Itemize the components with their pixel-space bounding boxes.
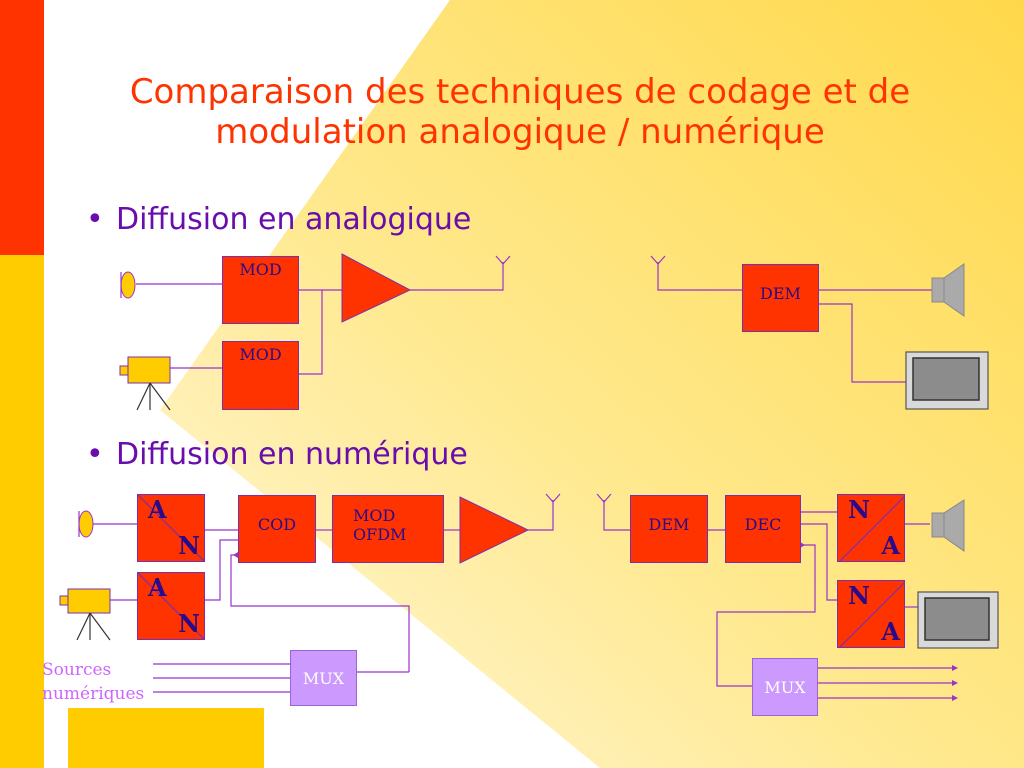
title-line-2: modulation analogique / numérique (215, 112, 825, 152)
bullet-digital-text: Diffusion en numérique (116, 437, 468, 472)
bullet-analog-text: Diffusion en analogique (116, 202, 472, 237)
bullet-digital: • Diffusion en numérique (86, 437, 468, 473)
microphone-icon (120, 271, 136, 299)
dem-digital-label: DEM (648, 515, 690, 534)
mux-tx-block: MUX (290, 650, 357, 706)
antenna-icon (545, 493, 561, 503)
microphone-icon (78, 510, 94, 538)
cod-label: COD (257, 515, 297, 534)
na-top-b: A (881, 531, 900, 560)
tv-icon (905, 351, 989, 410)
background-diamond (160, 0, 1024, 768)
camera-icon (119, 356, 171, 411)
dem-analog-label: DEM (760, 284, 801, 303)
na-bottom-a: N (848, 581, 870, 610)
mod-ofdm-line1: MOD (353, 506, 396, 525)
dec-label: DEC (744, 515, 782, 534)
left-stripe-yellow (0, 255, 44, 768)
page-title: Comparaison des techniques de codage et … (60, 72, 980, 152)
na-top-a: N (848, 495, 870, 524)
mod-ofdm-block: MOD OFDM (332, 495, 444, 563)
na-converter-bottom: N A (837, 580, 905, 648)
an-converter-bottom: A N (137, 572, 205, 640)
dec-block: DEC (725, 495, 801, 563)
mod-video-block: MOD (222, 341, 299, 410)
an-converter-top: A N (137, 494, 205, 562)
mod-audio-block: MOD (222, 256, 299, 324)
mod-ofdm-line2: OFDM (353, 525, 407, 544)
mux-rx-block: MUX (752, 658, 818, 716)
sources-numeriques-label: Sources numériques (42, 660, 145, 704)
speaker-icon (931, 499, 965, 552)
antenna-icon (650, 255, 666, 265)
cod-block: COD (238, 495, 316, 563)
title-line-1: Comparaison des techniques de codage et … (129, 72, 911, 112)
mod-video-label: MOD (239, 345, 282, 364)
speaker-icon (931, 263, 965, 317)
bullet-dot: • (86, 202, 104, 237)
bottom-yellow-block (68, 708, 264, 768)
camera-icon (59, 588, 111, 641)
an-bottom-a: A (148, 573, 167, 602)
dem-analog-block: DEM (742, 264, 819, 332)
left-stripe-red (0, 0, 44, 255)
mod-audio-label: MOD (239, 260, 282, 279)
na-bottom-b: A (881, 617, 900, 646)
mod-ofdm-label: MOD OFDM (353, 506, 406, 544)
amplifier-icon (341, 253, 412, 323)
bullet-dot: • (86, 437, 104, 472)
an-bottom-b: N (178, 609, 200, 638)
an-top-a: A (148, 495, 167, 524)
amplifier-icon (459, 496, 530, 564)
tv-icon (917, 591, 999, 649)
na-converter-top: N A (837, 494, 905, 562)
dem-digital-block: DEM (630, 495, 708, 563)
antenna-icon (596, 493, 612, 503)
bullet-analog: • Diffusion en analogique (86, 202, 471, 238)
antenna-icon (495, 255, 511, 265)
an-top-b: N (178, 531, 200, 560)
